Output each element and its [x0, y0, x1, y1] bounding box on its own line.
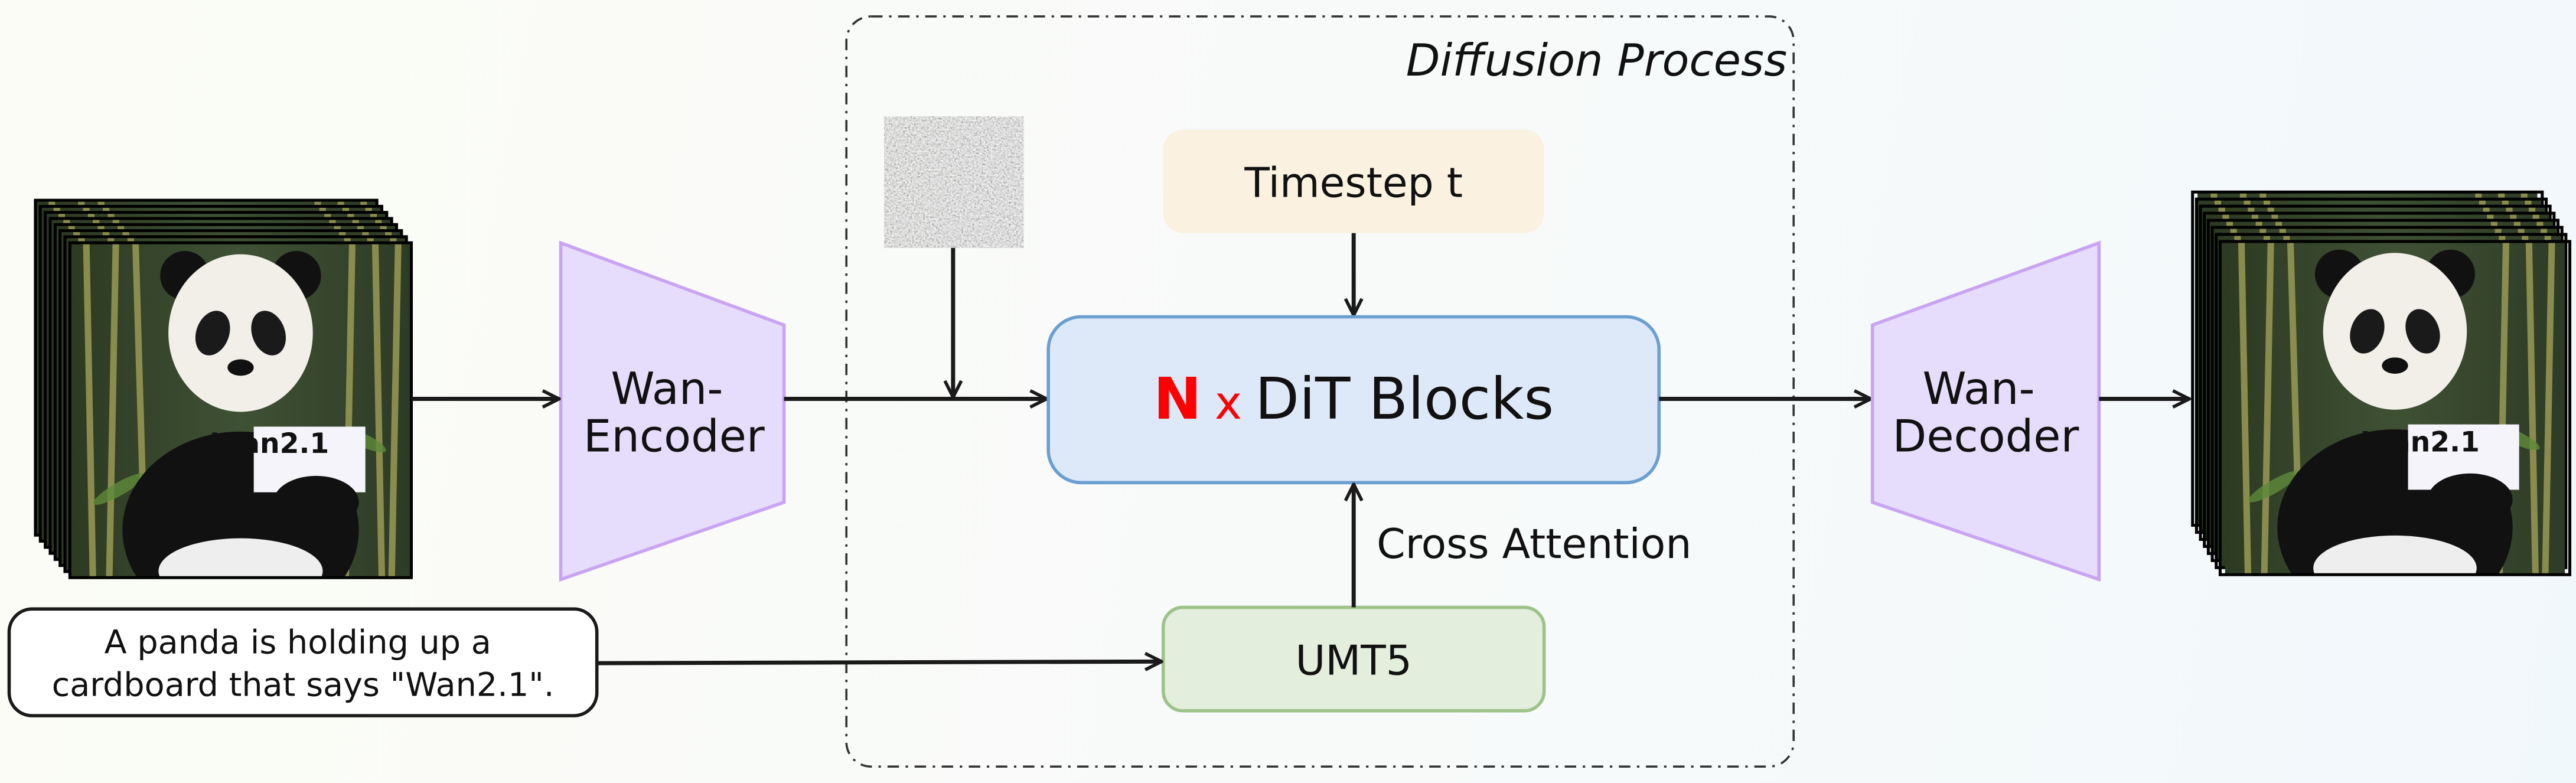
diffusion-process-boundary: [845, 15, 1795, 768]
input-video-frames: [34, 198, 413, 579]
timestep-label: Timestep t: [1244, 159, 1463, 207]
text-prompt: A panda is holding up a cardboard that s…: [52, 623, 555, 704]
video-frame-border: [68, 241, 413, 579]
wan-encoder-label: Wan- Encoder: [583, 363, 765, 462]
video-frame-border: [2218, 240, 2572, 576]
output-sign-text: Wan2.1: [2362, 426, 2480, 458]
wan-encoder-block: [559, 240, 786, 582]
cross-attention-label: Cross Attention: [1377, 520, 1691, 568]
input-sign-text: Wan2.1: [211, 428, 330, 460]
timestep-box: [1163, 129, 1544, 233]
arrow-prompt-to-umt5: [596, 661, 1162, 663]
noise-latent-image: [884, 116, 1024, 248]
output-video-frames: [2191, 190, 2572, 576]
diffusion-process-title: Diffusion Process: [1406, 34, 1787, 86]
umt5-label: UMT5: [1295, 637, 1411, 685]
wan-decoder-block: [1870, 240, 2101, 582]
wan-decoder-label: Wan- Decoder: [1893, 363, 2079, 462]
